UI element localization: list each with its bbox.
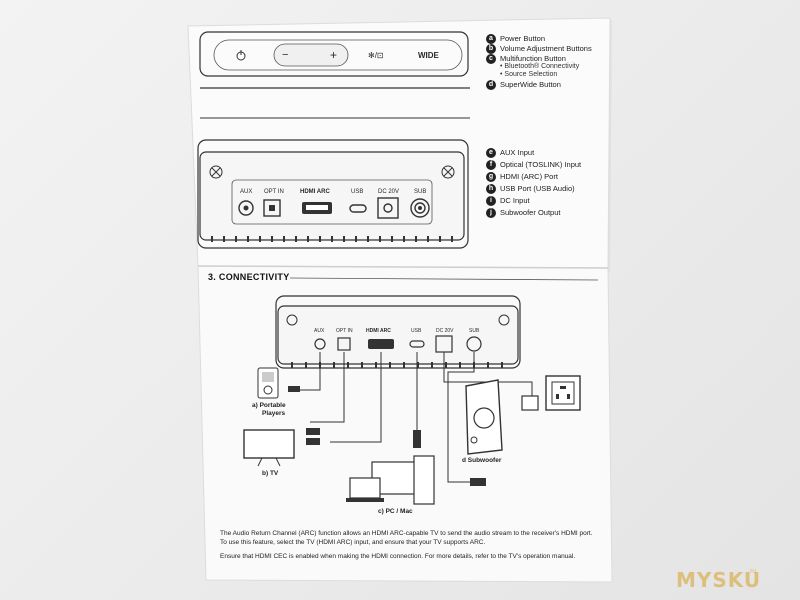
tv-caption: b) TV <box>262 470 279 477</box>
port-label-hdmi: HDMI ARC <box>300 189 330 195</box>
legend-item: c Multifunction Button <box>486 54 566 65</box>
hdmi-cable-plug <box>306 428 320 435</box>
tv-icon <box>243 429 295 459</box>
legend-item: g HDMI (ARC) Port <box>486 172 558 183</box>
portable-players-caption: a) Portable <box>252 402 286 409</box>
note-text: Ensure that HDMI CEC is enabled when mak… <box>220 553 576 560</box>
legend-text: Volume Adjustment Buttons <box>500 44 592 53</box>
port-label-aux: AUX <box>240 189 253 195</box>
port-label-dc: DC 20V <box>378 189 400 195</box>
legend-text: Multifunction Button <box>500 54 566 63</box>
legend-item: b Volume Adjustment Buttons <box>486 44 592 55</box>
optical-port-icon <box>263 199 281 217</box>
legend-item: j Subwoofer Output <box>486 208 561 219</box>
legend-marker: g <box>486 172 496 183</box>
legend-text: Optical (TOSLINK) Input <box>500 160 582 169</box>
legend-item: i DC Input <box>486 196 530 207</box>
sub-port-icon <box>466 336 482 352</box>
watermark-suffix: .ru <box>748 568 757 575</box>
section-title: 3. CONNECTIVITY <box>208 272 290 282</box>
legend-text: USB Port (USB Audio) <box>500 184 575 193</box>
sub-cable-plug <box>470 478 486 486</box>
dc-port-icon <box>377 197 399 219</box>
sub-port-icon <box>410 198 430 218</box>
volume-up-button[interactable]: + <box>330 48 338 62</box>
legend-item: h USB Port (USB Audio) <box>486 184 575 195</box>
rear-panel-outline <box>275 295 521 369</box>
legend-marker: d <box>486 80 496 91</box>
button-panel <box>199 31 469 77</box>
subwoofer-caption: d Subwoofer <box>462 457 502 464</box>
bluetooth-source-button[interactable]: ✻/⊡ <box>368 51 384 60</box>
screw-icon <box>498 314 510 326</box>
aux-cable-plug <box>288 386 300 392</box>
volume-down-button[interactable]: − <box>282 49 289 61</box>
screw-icon <box>441 165 455 179</box>
legend-item: a Power Button <box>486 34 546 45</box>
legend-marker: c <box>486 54 496 65</box>
hdmi-port-icon <box>368 339 394 349</box>
optical-port-icon <box>337 337 351 351</box>
usb-port-icon <box>349 204 367 213</box>
legend-text: DC Input <box>500 196 530 205</box>
aux-port-icon <box>314 338 326 350</box>
aux-port-icon <box>238 200 254 216</box>
legend-text: Power Button <box>500 34 546 43</box>
port-label-optical: OPT IN <box>264 189 284 195</box>
rear-vent-teeth <box>211 236 453 242</box>
legend-marker: i <box>486 196 496 207</box>
superwide-button[interactable]: WIDE <box>418 51 439 60</box>
port-label-dc: DC 20V <box>436 328 454 334</box>
laptop-icon <box>349 477 381 499</box>
legend-marker: e <box>486 148 496 159</box>
pc-mac-caption: c) PC / Mac <box>378 508 413 515</box>
rear-panel <box>199 151 465 241</box>
port-label-aux: AUX <box>314 328 325 334</box>
volume-pill <box>273 43 349 67</box>
port-label-sub: SUB <box>469 328 480 334</box>
note-text: The Audio Return Channel (ARC) function … <box>220 530 593 537</box>
power-adapter-icon <box>521 395 539 411</box>
screw-icon <box>209 165 223 179</box>
watermark-logo: MYSKU <box>676 568 762 592</box>
legend-marker: b <box>486 44 496 55</box>
legend-text: SuperWide Button <box>500 80 561 89</box>
subwoofer-icon <box>465 379 503 455</box>
legend-subitem: • Source Selection <box>500 71 558 78</box>
tower-icon <box>413 455 435 505</box>
legend-subitem: • Bluetooth® Connectivity <box>500 63 580 70</box>
legend-item: d SuperWide Button <box>486 80 561 91</box>
usb-cable-plug <box>413 430 421 448</box>
rear-panel <box>277 305 519 365</box>
wall-socket-icon <box>545 375 581 411</box>
legend-text: HDMI (ARC) Port <box>500 172 558 181</box>
legend-item: f Optical (TOSLINK) Input <box>486 160 582 171</box>
legend-text: Subwoofer Output <box>500 208 561 217</box>
legend-text: AUX Input <box>500 148 535 157</box>
legend-marker: j <box>486 208 496 219</box>
port-label-hdmi: HDMI ARC <box>366 328 391 334</box>
usb-port-icon <box>409 340 425 348</box>
legend-marker: h <box>486 184 496 195</box>
port-label-usb: USB <box>411 328 422 334</box>
note-text: To use this feature, select the TV (HDMI… <box>220 539 486 546</box>
legend-item: e AUX Input <box>486 148 535 159</box>
port-label-usb: USB <box>351 189 364 195</box>
portable-players-caption-2: Players <box>262 410 286 417</box>
port-label-optical: OPT IN <box>336 328 353 334</box>
rear-panel-outline <box>197 139 469 249</box>
legend-marker: f <box>486 160 496 171</box>
screw-icon <box>286 314 298 326</box>
port-label-sub: SUB <box>414 189 427 195</box>
legend-marker: a <box>486 34 496 45</box>
